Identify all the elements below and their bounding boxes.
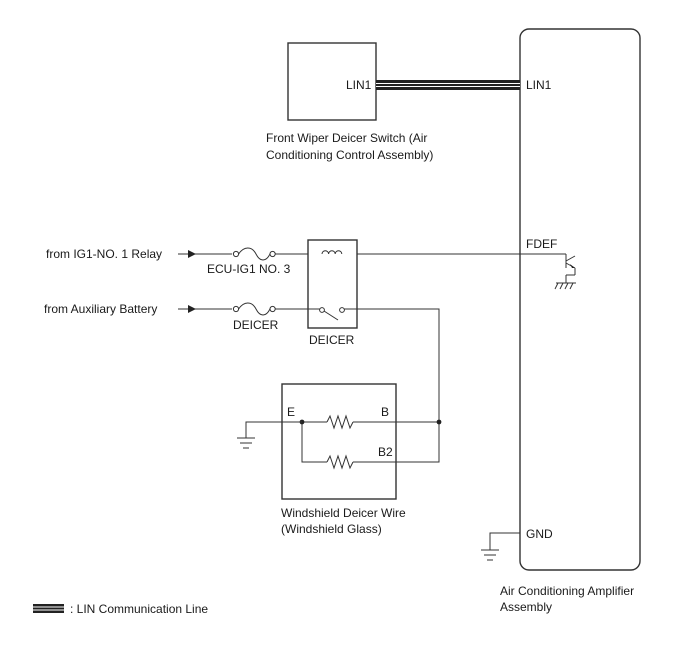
legend: : LIN Communication Line (33, 602, 208, 616)
switch-pin-lin1: LIN1 (346, 78, 372, 92)
amplifier-label-line2: Assembly (500, 600, 552, 614)
fuse-deicer-label: DEICER (233, 318, 279, 332)
wire-pin-b2: B2 (378, 445, 393, 459)
ac-amplifier: LIN1 FDEF GND Air Conditioning Amplifier… (500, 28, 641, 614)
fuse-ecu-ig1-icon (232, 247, 276, 261)
resistor-top-icon (326, 414, 354, 430)
aux-battery-circuit: from Auxiliary Battery DEICER (44, 302, 440, 422)
ac-amplifier-box (519, 28, 641, 571)
lin-communication-line (376, 80, 520, 90)
relay-label: DEICER (309, 333, 355, 347)
relay-coil-icon (321, 250, 343, 255)
lin-line-legend-icon (33, 604, 64, 613)
switch-label-line2: Conditioning Control Assembly) (266, 148, 433, 162)
switch-label-line1: Front Wiper Deicer Switch (Air (266, 131, 427, 145)
deicer-relay-box (307, 239, 358, 329)
gnd-ground-icon (481, 532, 520, 561)
front-wiper-deicer-switch: LIN1 Front Wiper Deicer Switch (Air Cond… (266, 42, 433, 162)
amplifier-pin-gnd: GND (526, 527, 553, 541)
wire-label-line2: (Windshield Glass) (281, 522, 382, 536)
resistor-bottom-icon (326, 454, 354, 470)
amplifier-pin-fdef: FDEF (526, 237, 557, 251)
front-wiper-switch-box (287, 42, 377, 121)
ig1-arrow-icon (188, 250, 196, 258)
relay-contact-icon (319, 307, 345, 321)
ig1-source-label: from IG1-NO. 1 Relay (46, 247, 162, 261)
windshield-deicer-wire: E B B2 Windshield Deicer Wire (Windshiel… (281, 383, 442, 536)
wire-pin-b: B (381, 405, 389, 419)
wire-pin-e: E (287, 405, 295, 419)
ig1-circuit: from IG1-NO. 1 Relay ECU-IG1 NO. 3 (46, 247, 566, 276)
wire-label-line1: Windshield Deicer Wire (281, 506, 406, 520)
aux-arrow-icon (188, 305, 196, 313)
deicer-relay: DEICER (307, 239, 358, 347)
windshield-wire-box (281, 383, 397, 500)
e-ground-icon (237, 421, 302, 449)
fdef-transistor-icon (565, 254, 576, 283)
amplifier-label-line1: Air Conditioning Amplifier (500, 584, 634, 598)
amplifier-pin-lin1: LIN1 (526, 78, 552, 92)
fdef-ground-icon (554, 282, 576, 290)
fuse-ecu-ig1-label: ECU-IG1 NO. 3 (207, 262, 291, 276)
fuse-deicer-icon (232, 302, 276, 316)
legend-label: : LIN Communication Line (70, 602, 208, 616)
aux-source-label: from Auxiliary Battery (44, 302, 157, 316)
